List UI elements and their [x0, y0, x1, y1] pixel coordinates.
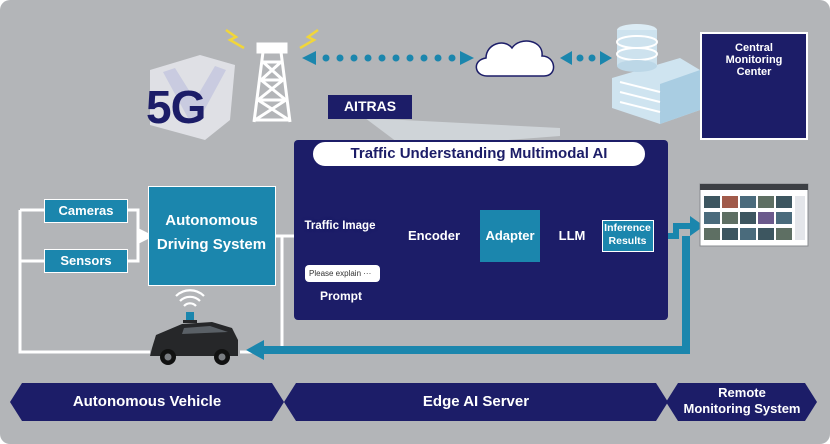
- remote-line2: Monitoring System: [683, 401, 801, 416]
- remote-line1: Remote: [718, 385, 766, 400]
- autonomous-driving-system-box: Autonomous Driving System: [148, 186, 276, 286]
- autonomous-vehicle-label: Autonomous Vehicle: [72, 392, 222, 410]
- radio-tower-icon: [252, 42, 292, 123]
- signal-spark-icon: [225, 28, 319, 50]
- 5g-logo-shape: [150, 55, 235, 140]
- cameras-box: Cameras: [44, 199, 128, 223]
- band-edge-ai-server: [284, 383, 668, 421]
- edge-ai-server-label: Edge AI Server: [422, 392, 530, 410]
- inference-line1: Inference: [604, 222, 651, 234]
- monitoring-center-line2: Monitoring: [725, 54, 783, 66]
- monitoring-screen-thumbnail: [699, 183, 809, 247]
- multimodal-ai-title: Traffic Understanding Multimodal AI: [311, 140, 647, 168]
- inference-line2: Results: [608, 235, 647, 247]
- monitoring-center-line1: Central: [735, 42, 773, 54]
- band-autonomous-vehicle: [10, 383, 284, 421]
- 5g-label: 5G: [146, 81, 206, 133]
- prompt-input-box: Please explain ···: [305, 265, 380, 282]
- adapter-box: Adapter: [480, 210, 540, 262]
- encoder-label: Encoder: [407, 227, 460, 243]
- band-remote-monitoring: [666, 383, 817, 421]
- traffic-image-label: Traffic Image: [304, 219, 376, 232]
- ads-line2: Driving System: [156, 236, 267, 253]
- ads-line1: Autonomous: [165, 212, 258, 229]
- aitras-box: AITRAS: [328, 95, 412, 119]
- llm-label: LLM: [558, 227, 586, 243]
- car-icon: [150, 312, 238, 365]
- wifi-signal-icon: [175, 289, 205, 307]
- monitoring-center-line3: Center: [736, 66, 772, 78]
- remote-monitoring-label: Remote Monitoring System: [672, 383, 812, 421]
- network-link-dots: [302, 51, 612, 65]
- sensors-box: Sensors: [44, 249, 128, 273]
- cloud-icon: [475, 40, 555, 77]
- inference-results-box: Inference Results: [602, 220, 654, 252]
- central-monitoring-center-box: Central Monitoring Center: [700, 32, 808, 140]
- data-center-icon: [612, 24, 700, 124]
- prompt-label: Prompt: [320, 289, 362, 304]
